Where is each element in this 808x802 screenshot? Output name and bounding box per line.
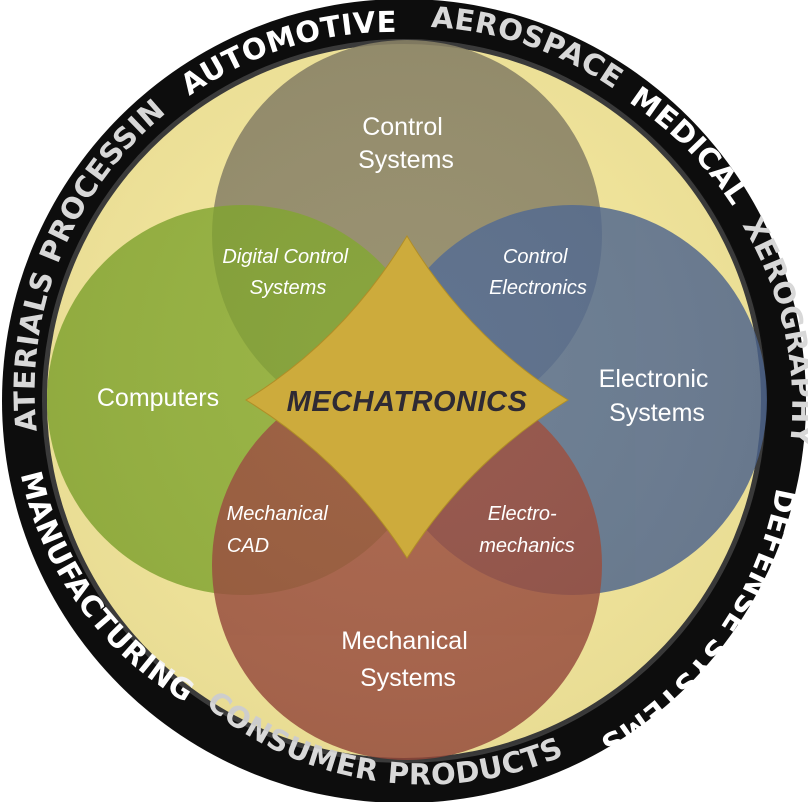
center-star xyxy=(245,235,569,559)
label-control-systems: Control Systems xyxy=(358,113,454,174)
label-electronic-systems: Electronic Systems xyxy=(599,365,716,427)
label-mechanical-systems: Mechanical Systems xyxy=(341,627,474,692)
label-digital-control-systems: Digital Control Systems xyxy=(222,246,353,299)
label-electromechanics: Electro- mechanics xyxy=(479,503,575,557)
label-control-electronics: Control Electronics xyxy=(489,246,587,299)
label-computers: Computers xyxy=(97,384,219,412)
label-mechatronics: MECHATRONICS xyxy=(287,386,528,418)
label-mechanical-cad: Mechanical CAD xyxy=(227,503,334,557)
